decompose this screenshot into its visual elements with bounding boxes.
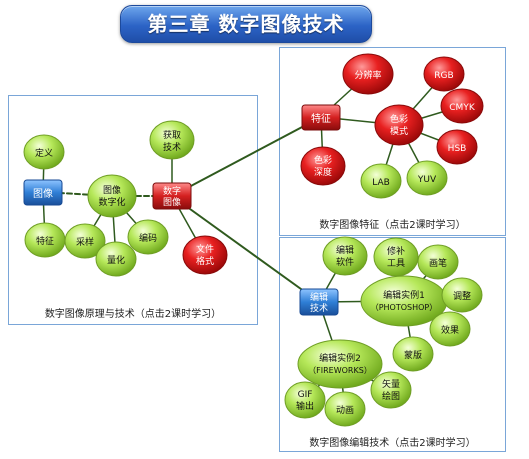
node-repair-tool-line2: 工具	[387, 258, 405, 269]
node-effect-label: 效果	[441, 324, 459, 336]
node-color-mode-line1: 色彩	[390, 113, 408, 125]
node-file-format[interactable]: 文件 格式	[182, 235, 228, 275]
node-digital-image-line1: 数字	[163, 185, 181, 197]
node-lab-label: LAB	[372, 178, 390, 188]
node-fw-example[interactable]: 编辑实例2 （FIREWORKS）	[297, 339, 383, 389]
node-repair-tool-line1: 修补	[387, 245, 405, 257]
node-file-format-line1: 文件	[196, 243, 214, 255]
node-fw-example-line2: （FIREWORKS）	[308, 366, 372, 375]
node-rgb[interactable]: RGB	[423, 56, 465, 92]
node-trait-label: 特征	[36, 235, 54, 247]
node-edit-tech-line2: 技术	[310, 302, 328, 314]
node-definition[interactable]: 定义	[23, 134, 65, 170]
chapter-title: 第三章 数字图像技术	[147, 12, 345, 36]
node-animation[interactable]: 动画	[324, 391, 366, 427]
node-mask[interactable]: 蒙版	[392, 336, 434, 372]
node-color-depth[interactable]: 色彩 深度	[300, 146, 346, 186]
panel-principles-caption[interactable]: 数字图像原理与技术（点击2课时学习）	[44, 309, 222, 320]
node-gif-line1: GIF	[298, 390, 313, 400]
node-edit-tech[interactable]: 编辑 技术	[299, 288, 339, 316]
node-brush-label: 画笔	[429, 257, 447, 269]
node-image-label: 图像	[33, 188, 53, 200]
node-quantize-label: 量化	[107, 254, 125, 266]
node-adjust-label: 调整	[453, 290, 471, 302]
node-gif[interactable]: GIF 输出	[284, 381, 326, 419]
node-edit-software[interactable]: 编辑 软件	[322, 236, 368, 276]
node-vector-line1: 矢量	[382, 378, 400, 390]
node-digitize-line1: 图像	[103, 184, 121, 196]
node-hsb[interactable]: HSB	[436, 129, 478, 165]
node-yuv[interactable]: YUV	[406, 160, 448, 196]
node-encode[interactable]: 编码	[127, 219, 169, 255]
node-rgb-label: RGB	[434, 71, 453, 81]
node-edit-software-line1: 编辑	[336, 244, 354, 256]
node-image[interactable]: 图像	[23, 179, 63, 206]
node-acquire[interactable]: 获取 技术	[149, 120, 195, 160]
node-repair-tool[interactable]: 修补 工具	[373, 237, 419, 277]
edge-digital-editing	[171, 195, 320, 303]
node-digitize[interactable]: 图像 数字化	[87, 174, 137, 218]
node-digitize-line2: 数字化	[98, 196, 125, 208]
node-resolution[interactable]: 分辨率	[342, 53, 394, 95]
node-ps-example-line2: （PHOTOSHOP）	[371, 303, 438, 312]
node-cmyk-label: CMYK	[449, 103, 476, 113]
node-fw-example-line1: 编辑实例2	[319, 352, 361, 364]
node-file-format-line2: 格式	[196, 255, 214, 267]
node-color-depth-line2: 深度	[314, 166, 332, 178]
node-brush[interactable]: 画笔	[417, 244, 459, 280]
node-acquire-line1: 获取	[163, 130, 181, 141]
node-color-mode-line2: 模式	[390, 125, 408, 137]
node-vector[interactable]: 矢量 绘图	[370, 371, 412, 409]
node-effect[interactable]: 效果	[429, 311, 471, 347]
node-lab[interactable]: LAB	[360, 163, 402, 199]
node-color-mode[interactable]: 色彩 模式	[374, 104, 424, 146]
node-digital-image-line2: 图像	[163, 196, 181, 208]
panel-features-caption[interactable]: 数字图像特征（点击2课时学习）	[319, 220, 466, 231]
node-quantize[interactable]: 量化	[95, 241, 137, 277]
node-gif-line2: 输出	[296, 400, 314, 412]
panel-editing-caption[interactable]: 数字图像编辑技术（点击2课时学习）	[309, 438, 476, 449]
node-mask-label: 蒙版	[404, 349, 422, 361]
node-vector-line2: 绘图	[382, 390, 400, 402]
node-sampling[interactable]: 采样	[64, 223, 106, 259]
node-encode-label: 编码	[139, 232, 157, 244]
node-adjust[interactable]: 调整	[441, 277, 483, 313]
node-resolution-label: 分辨率	[354, 69, 381, 81]
node-ps-example-line1: 编辑实例1	[383, 289, 425, 301]
edge-digital-features	[171, 116, 322, 197]
node-digital-image[interactable]: 数字 图像	[152, 182, 192, 210]
chapter-title-banner[interactable]: 第三章 数字图像技术	[120, 5, 372, 43]
node-animation-label: 动画	[336, 405, 354, 416]
node-color-depth-line1: 色彩	[314, 154, 332, 166]
node-trait[interactable]: 特征	[24, 222, 66, 258]
node-features-hub-label: 特征	[311, 113, 331, 125]
node-features-hub[interactable]: 特征	[301, 104, 341, 131]
node-hsb-label: HSB	[448, 144, 467, 154]
node-edit-software-line2: 软件	[336, 256, 354, 268]
node-edit-tech-line1: 编辑	[310, 291, 328, 303]
panel-principles[interactable]: 数字图像原理与技术（点击2课时学习）	[8, 95, 258, 325]
node-yuv-label: YUV	[417, 175, 437, 185]
node-cmyk[interactable]: CMYK	[440, 88, 484, 124]
node-definition-label: 定义	[35, 147, 53, 159]
node-acquire-line2: 技术	[163, 141, 181, 153]
node-sampling-label: 采样	[76, 236, 94, 248]
